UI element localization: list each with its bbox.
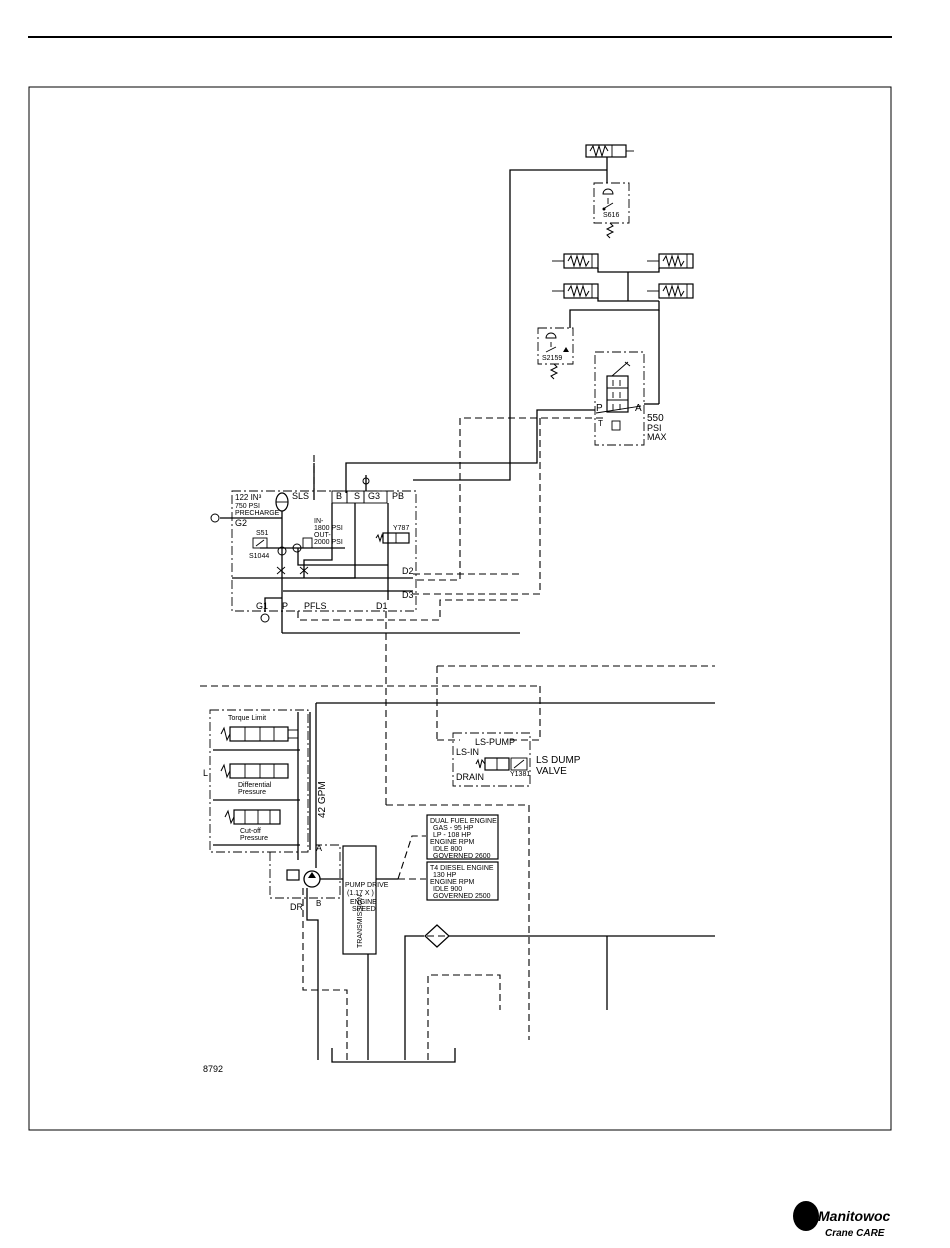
diagram-border bbox=[28, 86, 892, 1131]
accumulator-precharge: PRECHARGE bbox=[235, 510, 280, 517]
transmission-label: TRANSMISSION bbox=[357, 895, 364, 948]
t4-diesel-engine-box: T4 DIESEL ENGINE 130 HP ENGINE RPM IDLE … bbox=[426, 861, 499, 901]
spring-cylinder-upper-left bbox=[552, 253, 599, 269]
hydraulic-pump bbox=[286, 869, 344, 888]
dual-fuel-line-1: DUAL FUEL ENGINE bbox=[430, 818, 497, 825]
port-pfls: PFLS bbox=[304, 601, 327, 611]
ls-pump-label: LS-PUMP bbox=[475, 737, 515, 747]
s1044-label: S1044 bbox=[249, 553, 269, 560]
port-l: L bbox=[203, 768, 208, 778]
port-g2: G2 bbox=[235, 518, 247, 528]
port-d3: D3 bbox=[402, 590, 414, 600]
port-b2: B bbox=[316, 899, 321, 908]
accumulator-pressure: 750 PSI bbox=[235, 503, 260, 510]
relief-in-pressure: 1800 PSI bbox=[314, 525, 343, 532]
hydraulic-tank bbox=[331, 1048, 456, 1063]
port-a: A bbox=[316, 843, 322, 853]
cutoff-label-1: Cut-off bbox=[240, 828, 261, 835]
engine-speed-label-2: SPEED bbox=[352, 906, 376, 913]
differential-label-2: Pressure bbox=[238, 789, 266, 796]
pressure-switch-s616: S616 bbox=[593, 182, 630, 224]
torque-limit-label: Torque Limit bbox=[228, 715, 266, 722]
valve-port-t: T bbox=[598, 419, 603, 428]
port-pb: PB bbox=[392, 491, 404, 501]
drain-label: DRAIN bbox=[456, 772, 484, 782]
relief-in: IN- bbox=[314, 518, 324, 525]
top-cylinder bbox=[585, 144, 634, 158]
valve-pressure-max: MAX bbox=[647, 432, 667, 442]
y787-label: Y787 bbox=[393, 525, 409, 532]
dual-fuel-engine-box: DUAL FUEL ENGINE GAS - 95 HP LP - 108 HP… bbox=[426, 814, 499, 860]
differential-label-1: Differential bbox=[238, 782, 272, 789]
flow-label: 42 GPM bbox=[317, 781, 328, 818]
return-filter bbox=[424, 924, 450, 948]
port-dr: DR bbox=[290, 902, 303, 912]
port-g3: G3 bbox=[368, 491, 380, 501]
t4-diesel-line-5: GOVERNED 2500 bbox=[433, 893, 491, 900]
port-p: P bbox=[282, 601, 288, 611]
valve-port-p: P bbox=[596, 403, 603, 414]
ls-dump-label-1: LS DUMP bbox=[536, 755, 581, 766]
relief-out-pressure: 2000 PSI bbox=[314, 539, 343, 546]
relief-out: OUT- bbox=[314, 532, 331, 539]
dual-fuel-line-5: IDLE 800 bbox=[433, 846, 462, 853]
port-d2: D2 bbox=[402, 566, 414, 576]
port-s: S bbox=[354, 491, 360, 501]
ls-dump-label-2: VALVE bbox=[536, 766, 567, 777]
spring-cylinder-lower-right bbox=[647, 283, 694, 299]
dual-fuel-line-4: ENGINE RPM bbox=[430, 839, 475, 846]
manitowoc-logo: M Manitowoc Crane CARE bbox=[793, 1201, 891, 1239]
valve-pressure-value: 550 bbox=[647, 413, 664, 424]
spring-cylinder-upper-right bbox=[647, 253, 694, 269]
s51-label: S51 bbox=[256, 530, 269, 537]
ls-in-label: LS-IN bbox=[456, 747, 479, 757]
port-d1: D1 bbox=[376, 601, 388, 611]
port-sls: SLS bbox=[292, 491, 309, 501]
t4-diesel-line-2: 130 HP bbox=[433, 872, 457, 879]
brand-tagline: Crane CARE bbox=[825, 1228, 885, 1239]
valve-pressure-unit: PSI bbox=[647, 423, 662, 433]
accumulator-volume: 122 IN³ bbox=[235, 493, 262, 502]
t4-diesel-line-4: IDLE 900 bbox=[433, 886, 462, 893]
ls-dump-valve: LS-PUMP LS-IN DRAIN Y1381 LS DUMP VALVE bbox=[452, 732, 581, 787]
drawing-number: 8792 bbox=[203, 1064, 223, 1074]
s616-label: S616 bbox=[603, 212, 619, 219]
pump-drive-ratio: (1.17 X ) bbox=[347, 890, 374, 897]
dual-fuel-line-2: GAS - 95 HP bbox=[433, 825, 474, 832]
cutoff-label-2: Pressure bbox=[240, 835, 268, 842]
pump-control-block: Torque Limit Differential Pressure Cut-o… bbox=[203, 709, 309, 853]
svg-text:M: M bbox=[799, 1207, 814, 1226]
brand-name: Manitowoc bbox=[818, 1208, 891, 1224]
pump-drive-transmission: PUMP DRIVE (1.17 X ) ENGINE SPEED TRANSM… bbox=[342, 845, 389, 955]
y1381-label: Y1381 bbox=[510, 771, 530, 778]
engine-speed-label: ENGINE bbox=[350, 899, 377, 906]
valve-port-a: A bbox=[635, 403, 642, 414]
s2159-label: S2159 bbox=[542, 355, 562, 362]
spring-cylinder-lower-left bbox=[552, 283, 599, 299]
t4-diesel-line-3: ENGINE RPM bbox=[430, 879, 475, 886]
pump-drive-label: PUMP DRIVE bbox=[345, 882, 389, 889]
pressure-switch-s2159: S2159 bbox=[537, 327, 574, 365]
dual-fuel-line-6: GOVERNED 2600 bbox=[433, 853, 491, 860]
t4-diesel-line-1: T4 DIESEL ENGINE bbox=[430, 865, 494, 872]
dual-fuel-line-3: LP - 108 HP bbox=[433, 832, 471, 839]
port-b: B bbox=[336, 491, 342, 501]
port-g1: G1 bbox=[256, 601, 268, 611]
accumulator-charge-valve: 122 IN³ 750 PSI PRECHARGE SLS B S G3 PB … bbox=[231, 490, 417, 612]
pressure-reducing-valve: P A T 550 PSI MAX bbox=[594, 351, 667, 446]
